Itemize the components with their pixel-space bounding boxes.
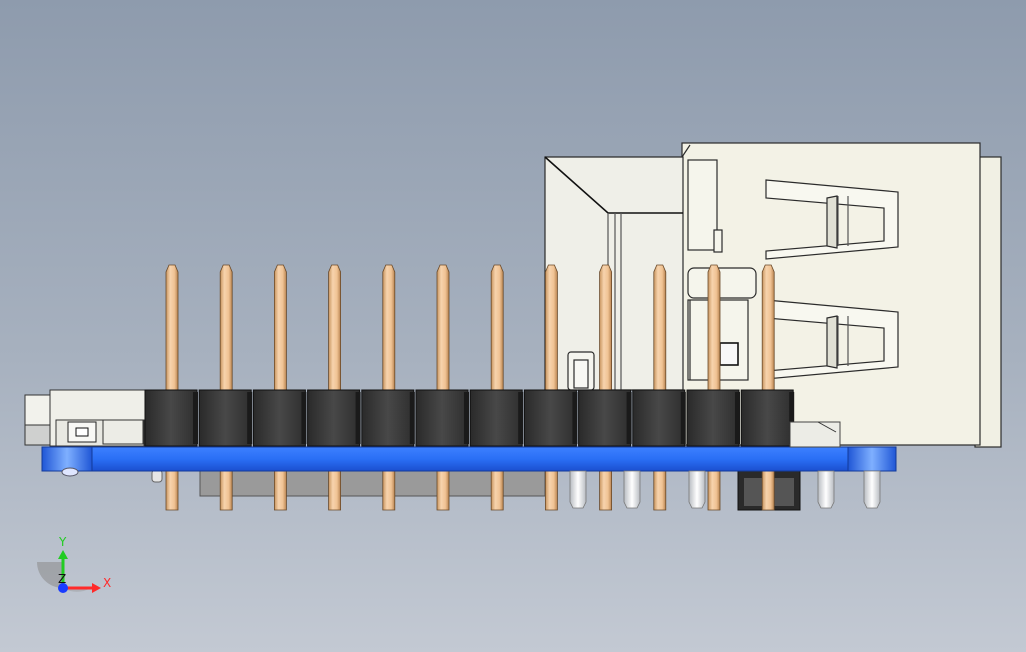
- axis-triad: X Y Z: [37, 535, 111, 593]
- bottom-leads: [569, 470, 881, 509]
- pcb-standoff-left: [41, 446, 93, 472]
- header-block: [632, 389, 686, 447]
- header-pin: [382, 264, 396, 511]
- header-pin: [490, 264, 504, 511]
- header-block: [686, 389, 740, 447]
- header-pin: [599, 264, 612, 511]
- header-pin: [436, 264, 450, 511]
- header-block: [307, 389, 361, 447]
- pcb-board: [41, 421, 897, 477]
- bottom-lead: [863, 470, 881, 509]
- z-axis-dot: [58, 583, 68, 593]
- header-block: [252, 389, 307, 447]
- bottom-lead: [817, 470, 835, 509]
- header-pin: [165, 264, 179, 511]
- bottom-lead: [623, 470, 641, 509]
- header-block: [578, 389, 632, 447]
- header-block: [361, 389, 415, 447]
- rear-housing: [544, 156, 684, 391]
- header-block: [415, 389, 469, 447]
- left-connector: [24, 389, 147, 447]
- header-block: [144, 389, 198, 447]
- z-axis-label: Z: [58, 572, 66, 586]
- header-block: [198, 389, 253, 447]
- header-pin: [328, 264, 341, 511]
- bottom-lead: [569, 470, 587, 509]
- header-pin: [545, 264, 558, 511]
- y-axis-label: Y: [58, 535, 67, 549]
- header-pin: [274, 264, 287, 511]
- pin-header-body: [144, 389, 795, 447]
- header-block: [469, 389, 524, 447]
- left-standoff-foot: [151, 469, 163, 483]
- header-pin: [653, 264, 667, 511]
- x-axis-label: X: [103, 576, 111, 590]
- pcb-standoff-right: [847, 446, 897, 472]
- bottom-lead: [688, 470, 706, 509]
- header-pin: [761, 264, 775, 511]
- header-pin: [707, 264, 721, 511]
- header-pin: [219, 264, 233, 511]
- header-block: [523, 389, 578, 447]
- header-block: [740, 389, 795, 447]
